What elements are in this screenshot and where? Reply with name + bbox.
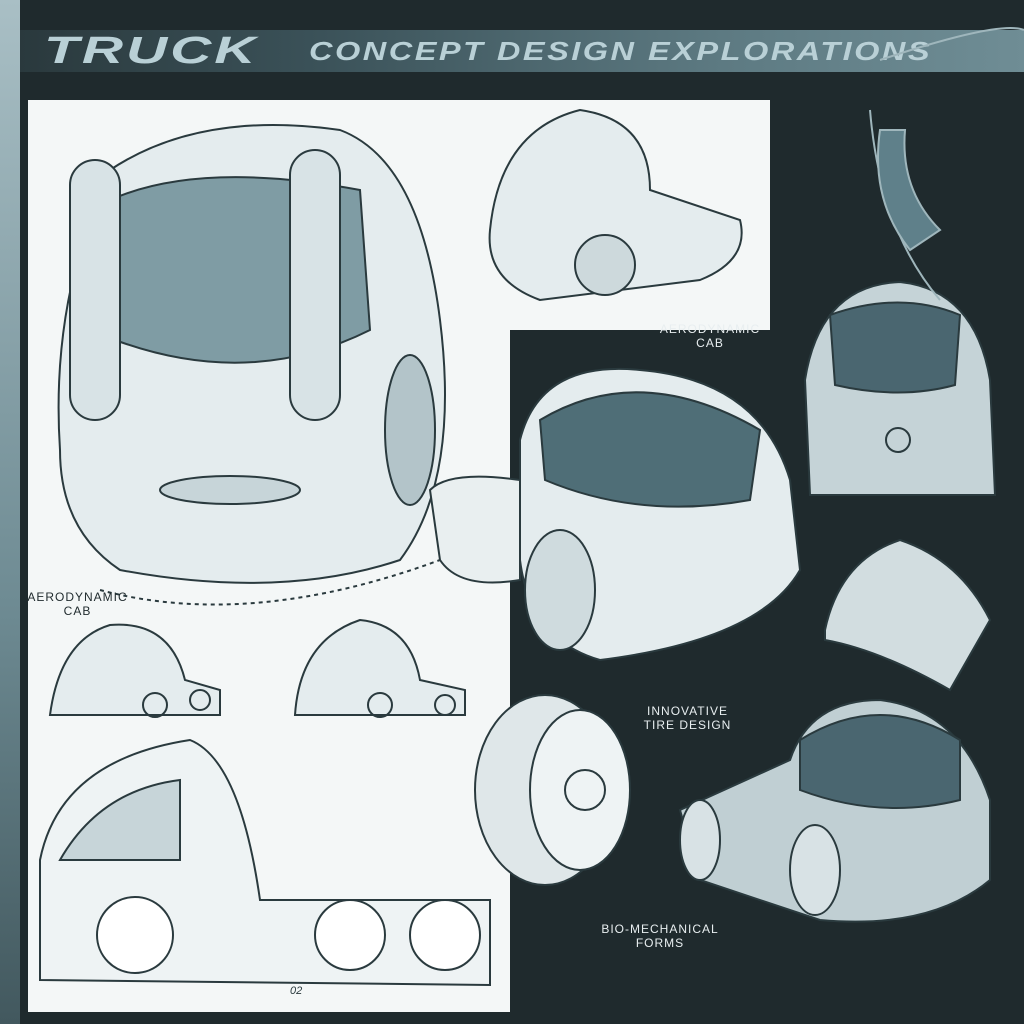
sketch-right-side-form — [824, 538, 992, 692]
signature: 02 — [290, 985, 303, 997]
label-line: AERODYNAMIC — [27, 590, 128, 604]
sketch-large-front-cab — [57, 124, 446, 606]
page-title: TRUCK CONCEPT DESIGN EXPLORATIONS — [44, 29, 930, 72]
sketch-right-front-cab — [803, 280, 997, 496]
label-line: TIRE DESIGN — [643, 718, 732, 732]
sketch-top-cab — [488, 108, 743, 302]
label-line: CAB — [63, 604, 92, 618]
sketch-small-truck-1 — [48, 623, 221, 718]
label-aerodynamic-cab-left: AERODYNAMIC CAB — [25, 590, 130, 618]
sketch-small-truck-2 — [293, 618, 466, 718]
label-line: BIO-MECHANICAL — [601, 922, 719, 936]
label-line: AERODYNAMIC — [659, 322, 761, 336]
title-main: TRUCK — [44, 29, 259, 72]
sketch-side-truck — [39, 738, 491, 987]
label-aerodynamic-cab-top: AERODYNAMIC CAB — [655, 322, 765, 350]
sketch-wheel-detail — [877, 129, 942, 252]
label-line: INNOVATIVE — [647, 704, 728, 718]
label-line: FORMS — [635, 936, 685, 950]
label-line: CAB — [696, 336, 724, 350]
sketch-middle-cab — [428, 367, 802, 662]
label-innovative-tire: INNOVATIVE TIRE DESIGN — [625, 704, 750, 732]
sketch-tire — [474, 694, 631, 886]
sketch-bio-mechanical — [678, 698, 991, 923]
label-bio-mechanical: BIO-MECHANICAL FORMS — [585, 922, 735, 950]
title-banner — [20, 30, 1024, 72]
left-gradient-strip — [0, 0, 20, 1024]
title-sub: CONCEPT DESIGN EXPLORATIONS — [308, 35, 933, 66]
